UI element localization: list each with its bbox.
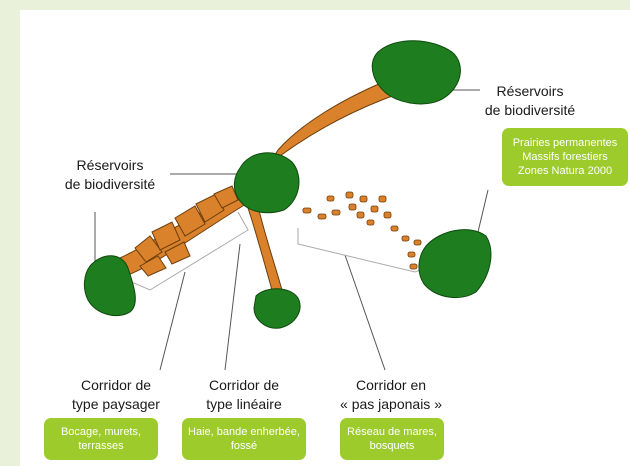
stepping-stone [410,264,417,269]
reservoir-label-right-line1: Réservoirs [472,82,588,101]
corridor-stepping-box: Réseau de mares, bosquets [340,418,444,460]
stepping-stone [349,204,356,210]
bracket-stepping [298,228,425,272]
reservoir-type-item: Zones Natura 2000 [502,164,628,178]
corridor-stepping-label-line1: Corridor en [325,376,457,395]
corridor-landscape-label: Corridor de type paysager [58,376,174,414]
corridor-landscape-item: Bocage, murets, [44,425,158,439]
corridor-linear-item: fossé [182,439,306,453]
corridor-stepping-item: Réseau de mares, [340,425,444,439]
reservoir-label-right-line2: de biodiversité [472,101,588,120]
reservoir-type-item: Massifs forestiers [502,150,628,164]
corridor-linear-label-line2: type linéaire [186,395,302,414]
stepping-stone [379,196,386,202]
leader-line-corridor-linear [225,244,240,370]
corridor-linear-branch [248,206,282,290]
corridor-landscape-label-line2: type paysager [58,395,174,414]
corridor-linear-box: Haie, bande enherbée, fossé [182,418,306,460]
stepping-stone-patches [303,192,421,269]
stepping-stone [408,252,415,257]
leader-line-reservoir-right-lower [478,190,488,232]
reservoir-label-left-line2: de biodiversité [50,175,170,194]
stepping-stone [391,226,398,231]
reservoir-label-right: Réservoirs de biodiversité [472,82,588,120]
reservoir-type-item: Prairies permanentes [502,136,628,150]
stepping-stone [332,210,340,215]
corridor-linear-label: Corridor de type linéaire [186,376,302,414]
stepping-stone [346,192,353,198]
reservoir-blob-bottom [254,289,300,328]
stepping-stone [327,196,334,201]
stepping-stone [357,212,364,218]
leader-line-corridor-landscape [160,272,185,370]
reservoir-label-left: Réservoirs de biodiversité [50,156,170,194]
corridor-landscape-box: Bocage, murets, terrasses [44,418,158,460]
stepping-stone [303,208,311,213]
reservoir-blob-center [234,153,299,213]
stepping-stone [318,214,326,219]
leader-line-corridor-stepping [345,255,385,370]
corridor-landscape-item: terrasses [44,439,158,453]
reservoir-label-left-line1: Réservoirs [50,156,170,175]
stepping-stone [360,196,367,202]
reservoir-blob-right [419,230,491,298]
corridor-linear-item: Haie, bande enherbée, [182,425,306,439]
reservoir-types-box: Prairies permanentes Massifs forestiers … [502,128,628,186]
corridor-landscape-label-line1: Corridor de [58,376,174,395]
stepping-stone [414,240,421,245]
corridor-stepping-label-line2: « pas japonais » [325,395,457,414]
stepping-stone [371,206,378,212]
stepping-stone [384,212,391,218]
stepping-stone [367,220,374,225]
corridor-stepping-label: Corridor en « pas japonais » [325,376,457,414]
corridor-stepping-item: bosquets [340,439,444,453]
corridor-landscape [120,186,246,276]
corridor-linear-label-line1: Corridor de [186,376,302,395]
stepping-stone [402,236,409,241]
